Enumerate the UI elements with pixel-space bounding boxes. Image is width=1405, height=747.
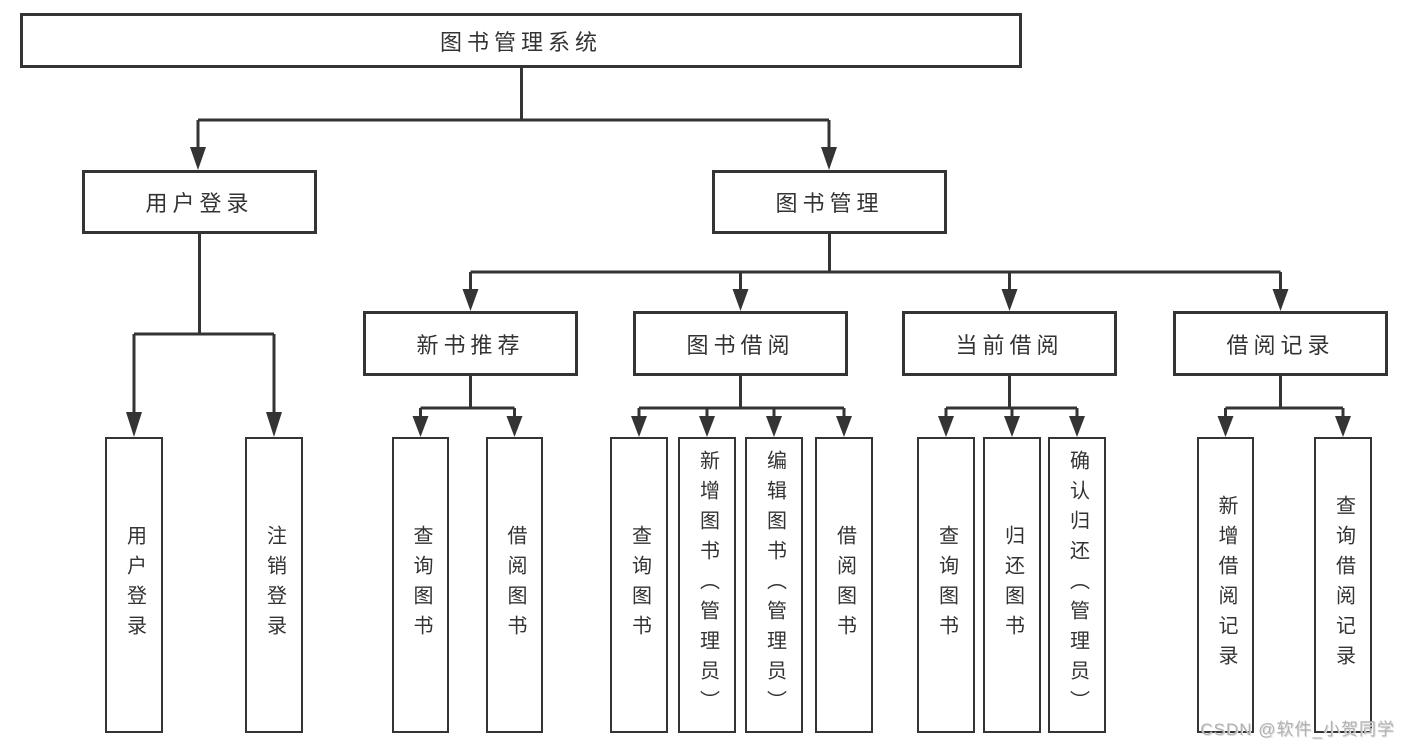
leaf-logout: 注销登录: [245, 437, 303, 733]
arrow-to-leaf-query-books-2: [631, 416, 647, 437]
node-current-borrowing: 当前借阅: [902, 311, 1117, 376]
arrow-to-book-management: [821, 147, 837, 170]
leaf-query-books-3-label: 查询图书: [935, 525, 958, 645]
leaf-return-book: 归还图书: [983, 437, 1041, 733]
leaf-user-login-label: 用户登录: [123, 525, 146, 645]
csdn-watermark: CSDN @软件_小贺同学: [1200, 720, 1395, 739]
arrow-to-leaf-add-borrow-record: [1217, 416, 1234, 437]
arrowheads: [126, 147, 1351, 437]
leaf-edit-book-admin-label: 编辑图书（管理员）: [763, 450, 786, 720]
arrow-to-user-login: [190, 147, 206, 170]
node-new-book-recommendation-label: 新书推荐: [416, 332, 525, 358]
arrow-to-leaf-query-books-3: [938, 416, 954, 437]
leaf-borrow-books-1-label: 借阅图书: [504, 525, 526, 645]
arrow-to-leaf-confirm-return: [1069, 416, 1085, 437]
leaf-query-books-2-label: 查询图书: [628, 525, 651, 645]
node-new-book-recommendation: 新书推荐: [363, 311, 578, 376]
leaf-add-borrow-record: 新增借阅记录: [1197, 437, 1254, 733]
leaf-edit-book-admin: 编辑图书（管理员）: [745, 437, 803, 733]
arrow-to-leaf-borrow-books-1: [506, 416, 523, 437]
leaf-user-login: 用户登录: [105, 437, 163, 733]
leaf-logout-label: 注销登录: [263, 525, 286, 645]
arrow-to-leaf-borrow-books-2: [836, 416, 852, 437]
node-borrowing-records: 借阅记录: [1173, 311, 1388, 376]
node-root-system-label: 图书管理系统: [439, 29, 602, 55]
node-user-login-label: 用户登录: [145, 191, 254, 216]
arrow-to-leaf-add-book: [699, 416, 715, 437]
arrow-to-leaf-logout: [266, 412, 282, 437]
arrow-to-leaf-query-books-1: [412, 416, 429, 437]
node-user-login: 用户登录: [82, 170, 317, 234]
node-book-management-label: 图书管理: [775, 191, 884, 216]
node-current-borrowing-label: 当前借阅: [955, 332, 1064, 358]
connector-lines: [132, 68, 1345, 420]
leaf-query-books-3: 查询图书: [917, 437, 975, 733]
leaf-borrow-books-2: 借阅图书: [815, 437, 873, 733]
leaf-add-book-admin-label: 新增图书（管理员）: [696, 450, 719, 720]
leaf-confirm-return-admin-label: 确认归还（管理员）: [1066, 450, 1089, 720]
arrow-to-leaf-user-login: [126, 412, 142, 437]
node-book-management: 图书管理: [712, 170, 947, 234]
leaf-query-books-2: 查询图书: [610, 437, 668, 733]
node-book-borrowing-label: 图书借阅: [686, 332, 795, 358]
arrow-to-new-book-recommendation: [462, 289, 479, 311]
leaf-return-book-label: 归还图书: [1001, 525, 1024, 645]
arrow-to-book-borrowing: [732, 289, 749, 311]
arrow-to-leaf-edit-book: [766, 416, 782, 437]
arrow-to-borrowing-records: [1272, 289, 1289, 311]
leaf-query-books-1-label: 查询图书: [410, 525, 432, 645]
leaf-query-borrow-record: 查询借阅记录: [1314, 437, 1372, 733]
arrow-to-leaf-query-borrow-record: [1335, 416, 1351, 437]
node-book-borrowing: 图书借阅: [633, 311, 848, 376]
leaf-query-books-1: 查询图书: [392, 437, 449, 733]
leaf-add-borrow-record-label: 新增借阅记录: [1215, 495, 1237, 675]
arrow-to-leaf-return-book: [1004, 416, 1020, 437]
arrow-to-current-borrowing: [1001, 289, 1018, 311]
node-borrowing-records-label: 借阅记录: [1226, 332, 1335, 358]
leaf-borrow-books-2-label: 借阅图书: [833, 525, 856, 645]
leaf-query-borrow-record-label: 查询借阅记录: [1332, 495, 1355, 675]
leaf-confirm-return-admin: 确认归还（管理员）: [1048, 437, 1106, 733]
leaf-add-book-admin: 新增图书（管理员）: [678, 437, 736, 733]
leaf-borrow-books-1: 借阅图书: [486, 437, 543, 733]
node-root-system: 图书管理系统: [20, 13, 1022, 68]
